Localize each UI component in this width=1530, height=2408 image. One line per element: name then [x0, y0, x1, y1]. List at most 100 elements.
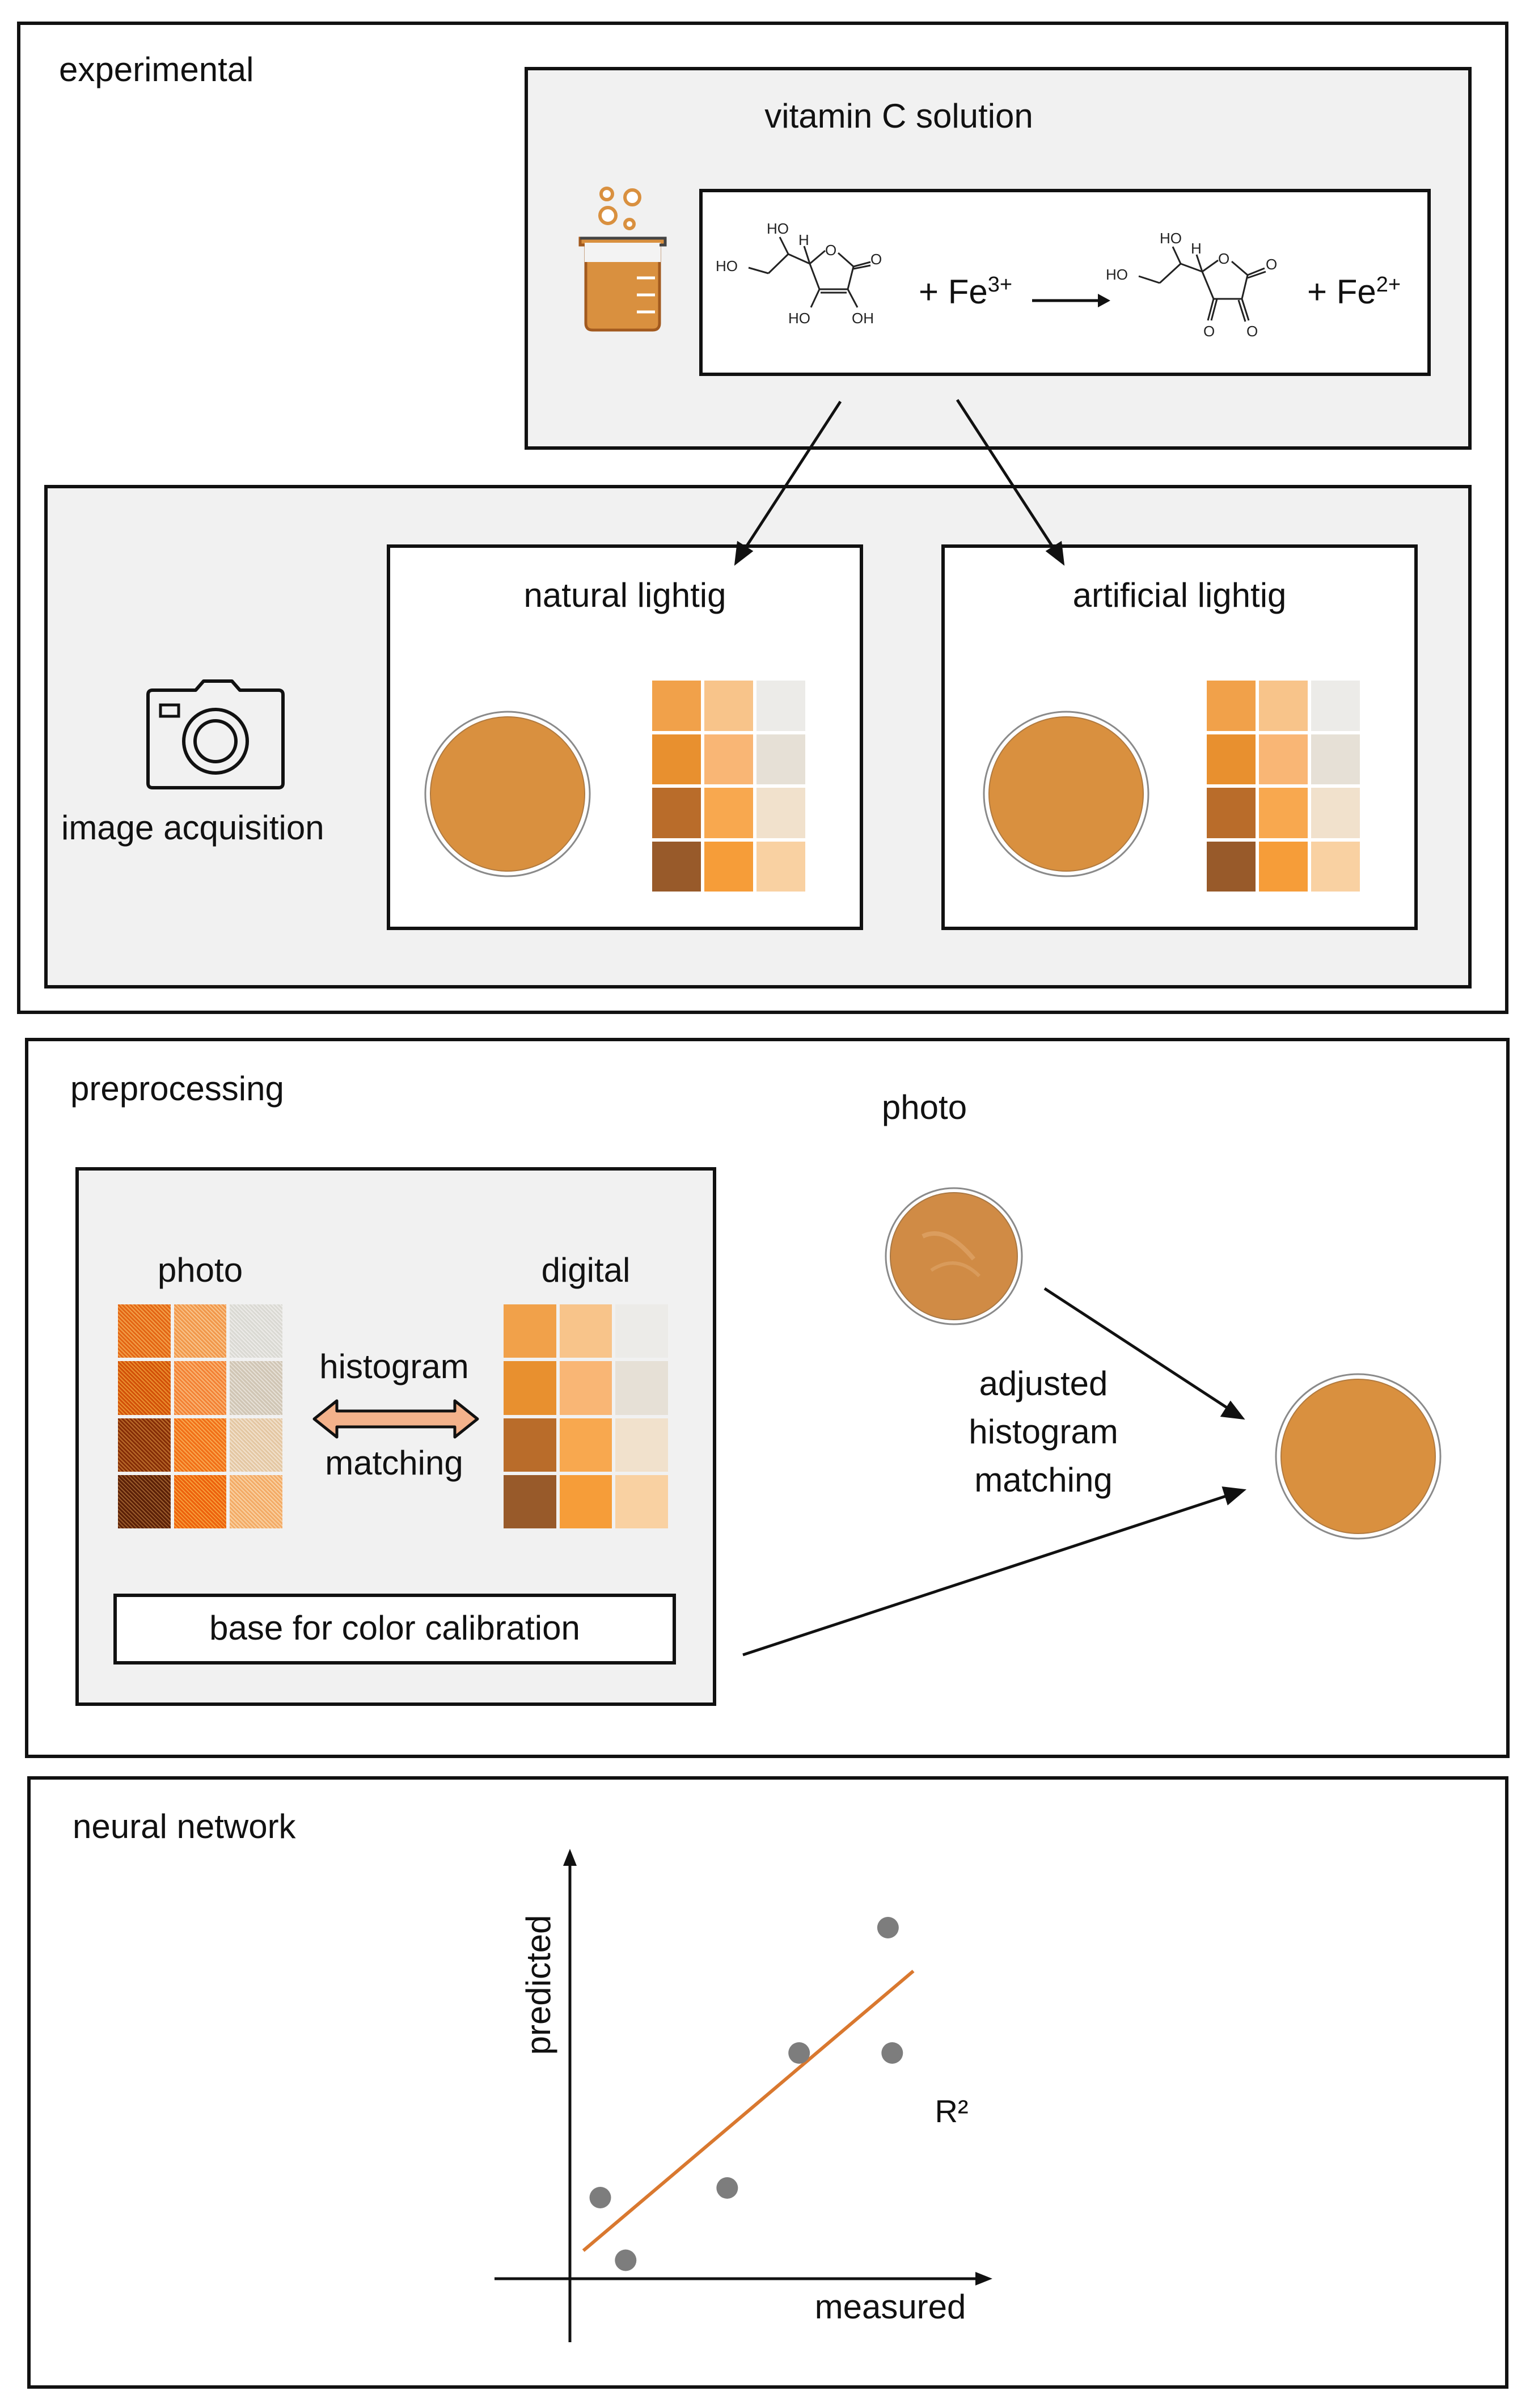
y-axis-arrowhead: [563, 1849, 577, 1866]
mol-label-ho: HO: [788, 310, 810, 327]
color-swatch: [1207, 841, 1256, 892]
color-swatch: [504, 1475, 556, 1528]
product-fe-text: + Fe: [1307, 273, 1376, 311]
color-swatch: [230, 1418, 282, 1472]
mol-label-o: O: [825, 242, 836, 259]
mol-label-o: O: [1266, 256, 1277, 273]
color-swatch: [559, 1418, 612, 1472]
color-swatch: [615, 1475, 668, 1528]
mol-label-o: O: [1246, 323, 1258, 340]
experimental-title: experimental: [59, 50, 254, 88]
color-swatch: [615, 1304, 668, 1358]
reaction-arrow: [1032, 294, 1110, 307]
mol-label-ho: HO: [716, 257, 738, 274]
data-point: [881, 2042, 903, 2064]
color-swatch: [756, 788, 805, 838]
data-point: [877, 1917, 899, 1938]
flow-arrows-preprocessing: [742, 1287, 1247, 1657]
mol-label-h: H: [1191, 240, 1202, 257]
raw-photo-dish: [885, 1187, 1023, 1325]
color-swatch: [1259, 734, 1308, 784]
reactant-fe: + Fe3+: [919, 272, 1012, 311]
color-swatch: [118, 1475, 171, 1528]
color-swatch: [230, 1475, 282, 1528]
mol-label-o: O: [1218, 250, 1229, 267]
color-swatch: [118, 1304, 171, 1358]
color-swatch: [652, 681, 701, 731]
data-point: [589, 2187, 611, 2208]
color-swatch: [1311, 788, 1360, 838]
adjusted-label: adjusted: [979, 1364, 1108, 1402]
histogram-label: histogram: [319, 1347, 469, 1385]
color-swatch: [704, 841, 753, 892]
image-acquisition-label: image acquisition: [61, 809, 324, 847]
color-swatch: [504, 1418, 556, 1472]
natural-color-chart: [652, 681, 805, 892]
product-fe-charge: 2+: [1376, 273, 1401, 297]
product-fe: + Fe2+: [1307, 272, 1401, 311]
digital-chart-label: digital: [541, 1251, 631, 1289]
dehydroascorbic-acid-structure: HO HO H O O O O: [1106, 230, 1277, 340]
artificial-sample-dish: [983, 711, 1149, 877]
artificial-color-chart: [1207, 681, 1360, 892]
base-calibration-label: base for color calibration: [209, 1609, 580, 1647]
x-axis-label: measured: [815, 2288, 966, 2326]
adjusted-photo-dish: [1275, 1373, 1442, 1540]
color-swatch: [652, 841, 701, 892]
color-swatch: [504, 1361, 556, 1415]
color-swatch: [652, 734, 701, 784]
color-swatch: [1207, 788, 1256, 838]
color-swatch: [1311, 681, 1360, 731]
data-point: [615, 2249, 637, 2271]
right-photo-label: photo: [881, 1088, 967, 1126]
matching-label: matching: [325, 1444, 463, 1482]
color-swatch: [1259, 841, 1308, 892]
data-point: [716, 2177, 738, 2199]
adjusted-histogram-label: histogram: [969, 1413, 1118, 1451]
color-swatch: [756, 841, 805, 892]
color-swatch: [1207, 734, 1256, 784]
artificial-lighting-title: artificial lightig: [1072, 576, 1287, 614]
beaker-icon: [578, 187, 667, 332]
color-swatch: [118, 1361, 171, 1415]
color-swatch: [704, 734, 753, 784]
color-swatch: [1311, 734, 1360, 784]
base-calibration-box: [113, 1594, 676, 1665]
reactant-fe-text: + Fe: [919, 273, 988, 311]
ascorbic-acid-structure: HO HO H O O HO OH: [716, 220, 882, 327]
mol-label-o: O: [870, 251, 882, 268]
mol-label-ho: HO: [767, 220, 789, 237]
flow-arrows-experimental: [734, 399, 1065, 566]
measured-vs-predicted-chart: measured predicted R²: [494, 1849, 992, 2342]
mol-label-ho: HO: [1160, 230, 1182, 247]
mol-label-ho: HO: [1106, 266, 1128, 283]
preprocessing-title: preprocessing: [70, 1070, 284, 1108]
natural-lighting-title: natural lightig: [523, 576, 726, 614]
color-swatch: [1259, 681, 1308, 731]
color-swatch: [174, 1475, 227, 1528]
color-swatch: [1207, 681, 1256, 731]
mol-label-o: O: [1203, 323, 1215, 340]
double-arrow-icon: [312, 1399, 479, 1439]
color-swatch: [230, 1304, 282, 1358]
color-swatch: [174, 1418, 227, 1472]
color-swatch: [756, 681, 805, 731]
fit-line: [582, 1970, 915, 2252]
data-point: [788, 2042, 810, 2064]
color-swatch: [756, 734, 805, 784]
vitamin-c-title: vitamin C solution: [764, 97, 1033, 135]
color-swatch: [704, 788, 753, 838]
color-swatch: [615, 1418, 668, 1472]
y-axis-label: predicted: [519, 1915, 557, 2055]
x-axis-arrowhead: [975, 2272, 992, 2286]
color-swatch: [230, 1361, 282, 1415]
camera-icon: [146, 679, 285, 789]
neural-network-panel: [27, 1776, 1508, 2389]
color-swatch: [559, 1304, 612, 1358]
r-squared-label: R²: [935, 2093, 968, 2129]
mol-label-h: H: [798, 231, 809, 248]
reactant-fe-charge: 3+: [987, 273, 1013, 297]
color-swatch: [174, 1361, 227, 1415]
color-swatch: [504, 1304, 556, 1358]
photo-chart-label: photo: [157, 1251, 243, 1289]
